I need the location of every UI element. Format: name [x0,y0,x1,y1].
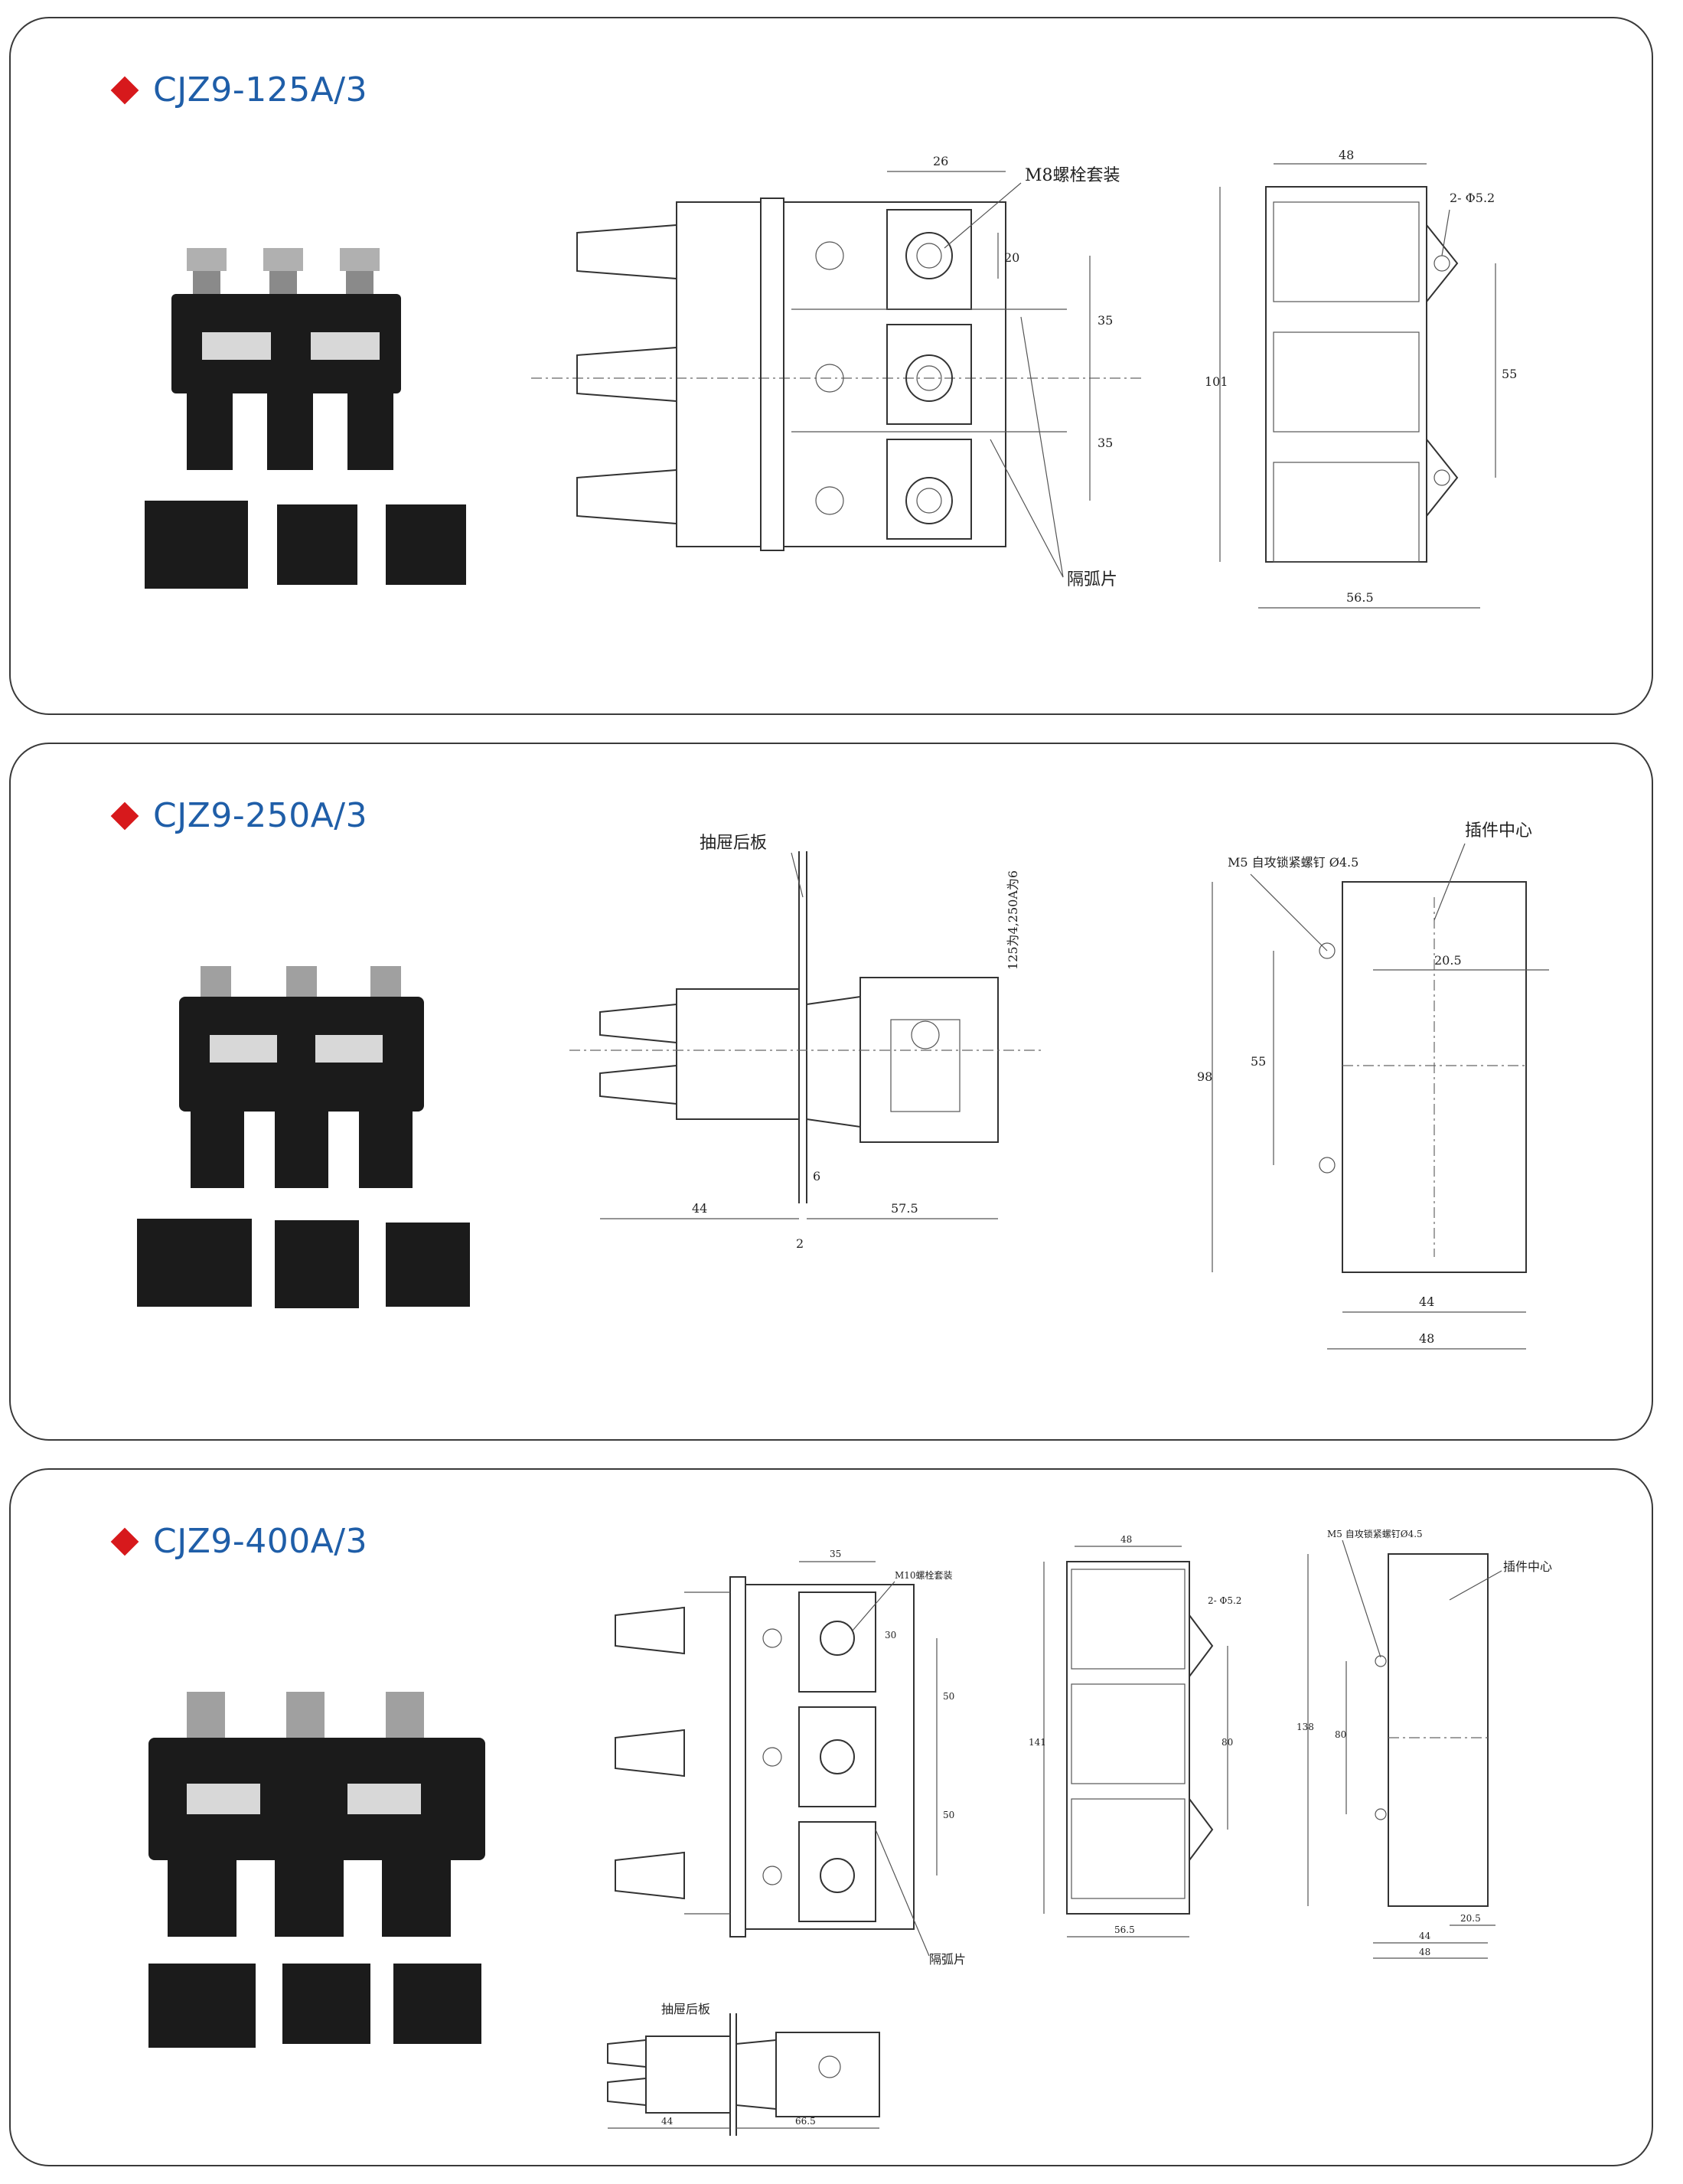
dim-6: 6 [813,1169,820,1183]
dim-50-lower: 50 [943,1810,954,1820]
dim-48: 48 [1120,1534,1132,1545]
dimension-drawing-front-125a: 26 M8螺栓套装 20 35 35 隔弧片 [531,154,1143,589]
diamond-icon [110,76,139,104]
plugin-center-label: 插件中心 [1503,1559,1552,1574]
arc-barrier-label: 隔弧片 [1067,570,1117,589]
dimension-drawing-top-400a: 48 141 80 2- Φ5.2 56.5 [1029,1534,1241,1938]
hole-spec-label: 2- Φ5.2 [1208,1595,1241,1606]
dim-101: 101 [1205,374,1228,389]
dimension-drawing-front-400a: 35 M10螺栓套装 30 50 50 隔弧片 [615,1549,966,1967]
product-model-title: CJZ9-400A/3 [153,1522,368,1561]
dim-55: 55 [1251,1054,1266,1069]
dimension-drawing-top-125a: 48 101 55 2- Φ5.2 56.5 [1205,148,1517,609]
cover-plate-icon [137,1219,470,1308]
bolt-kit-label: M8螺栓套装 [1025,166,1120,185]
screw-spec-label: M5 自攻锁紧螺钉Ø4.5 [1327,1528,1423,1539]
dim-30: 30 [885,1630,896,1640]
dim-44: 44 [661,2116,674,2127]
product-photo-400a [148,1692,485,2048]
dim-50-upper: 50 [943,1691,954,1702]
dimension-drawing-side-250a: 抽屉后板 125为4,250A为6 44 57.5 6 2 [569,834,1044,1251]
drawer-back-panel-label: 抽屉后板 [661,2002,710,2016]
dim-98: 98 [1197,1069,1212,1084]
terminal-stud-icon [187,1692,424,1745]
product-panel-125a: CJZ9-125A/3 [9,17,1653,715]
diamond-icon [110,1527,139,1556]
hole-spec-label: 2- Φ5.2 [1450,191,1495,205]
dim-35-upper: 35 [1098,313,1113,328]
dim-48: 48 [1419,1331,1434,1346]
dimension-drawing-mount-400a: 138 80 M5 自攻锁紧螺钉Ø4.5 插件中心 20.5 44 48 [1296,1528,1552,1959]
product-model-title: CJZ9-250A/3 [153,796,368,835]
dim-138: 138 [1296,1722,1314,1732]
dim-20-5: 20.5 [1434,953,1462,968]
dim-80: 80 [1221,1737,1233,1748]
dim-44: 44 [1419,1294,1434,1309]
product-panel-250a: CJZ9-250A/3 抽屉后板 125为4,250A为6 44 [9,743,1653,1441]
dim-35: 35 [830,1549,841,1559]
dim-55: 55 [1502,367,1517,381]
dim-20: 20 [1004,250,1019,265]
cover-plate-icon [148,1964,481,2048]
section-title-125a: CJZ9-125A/3 [110,70,368,109]
dim-35-lower: 35 [1098,436,1113,450]
dim-20-5: 20.5 [1460,1913,1481,1924]
dimension-drawing-mount-250a: 98 55 20.5 M5 自攻锁紧螺钉 Ø4.5 插件中心 44 48 [1197,821,1549,1350]
dim-48: 48 [1339,148,1354,162]
product-panel-400a: CJZ9-400A/3 35 M10螺栓套装 30 [9,1468,1653,2166]
dim-44: 44 [692,1201,707,1216]
product-photo-250a [137,966,470,1308]
dim-80: 80 [1335,1729,1346,1740]
dim-56-5: 56.5 [1346,590,1374,605]
dim-141: 141 [1029,1737,1046,1748]
dim-57-5: 57.5 [891,1201,918,1216]
dim-2: 2 [796,1236,804,1251]
dim-56-5: 56.5 [1114,1924,1135,1935]
plugin-center-label: 插件中心 [1465,821,1532,841]
screw-spec-label: M5 自攻锁紧螺钉 Ø4.5 [1228,855,1358,870]
section-title-250a: CJZ9-250A/3 [110,796,368,835]
dim-48: 48 [1419,1947,1430,1957]
section-title-400a: CJZ9-400A/3 [110,1522,368,1561]
bolt-kit-label: M10螺栓套装 [895,1569,953,1581]
drawer-back-panel-label: 抽屉后板 [700,834,767,853]
thickness-note-label: 125为4,250A为6 [1006,870,1020,970]
dim-26: 26 [933,154,948,168]
terminal-stud-icon [187,248,380,302]
product-photo-125a [145,248,466,589]
product-model-title: CJZ9-125A/3 [153,70,368,109]
dimension-drawing-side-400a: 抽屉后板 44 66.5 [607,2002,880,2136]
arc-barrier-label: 隔弧片 [929,1952,966,1967]
dim-44: 44 [1419,1931,1431,1941]
diamond-icon [110,801,139,830]
dim-66-5: 66.5 [795,2116,816,2127]
cover-plate-icon [145,501,466,589]
